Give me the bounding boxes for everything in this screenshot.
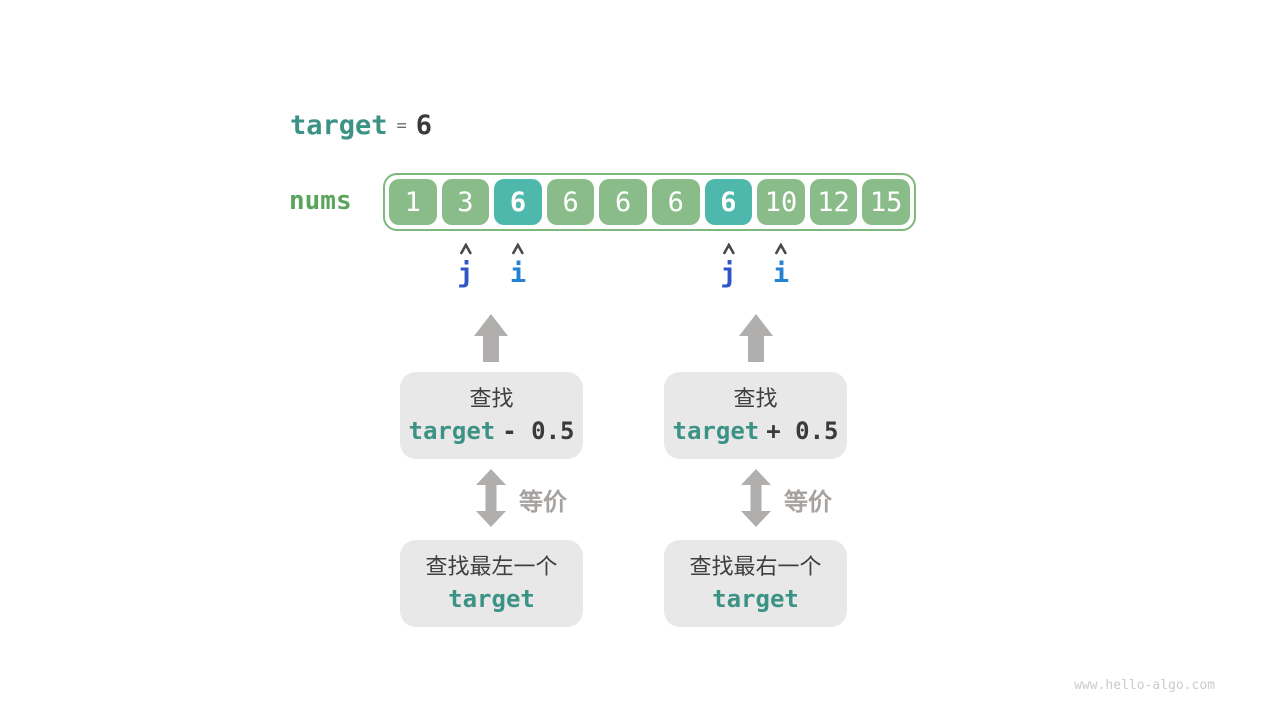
- array-cell: 3: [441, 179, 490, 225]
- result-box-leftmost-text: 查找最左一个: [425, 554, 558, 579]
- array-cell: 6: [546, 179, 595, 225]
- array-cell: 6: [494, 179, 542, 225]
- search-box-right-text: 查找: [733, 386, 778, 411]
- caret-up-icon: [722, 243, 735, 255]
- equivalence-label: 等价: [519, 489, 567, 516]
- pointer-marker: j: [457, 243, 474, 289]
- pointer-label: i: [509, 258, 527, 289]
- array-cell: 12: [809, 179, 858, 225]
- search-box-left-code: target- 0.5: [409, 416, 575, 446]
- block-arrow-up-icon: [739, 314, 773, 362]
- array-cell: 6: [651, 179, 700, 225]
- double-arrow-vertical-icon: [476, 469, 506, 527]
- pointer-marker: i: [510, 243, 526, 288]
- equivalence-label: 等价: [784, 489, 832, 516]
- array-cell: 1: [389, 179, 437, 225]
- search-box-right: 查找 target+ 0.5: [664, 372, 847, 459]
- pointer-marker: i: [773, 243, 789, 288]
- code-keyword: target: [672, 417, 760, 445]
- search-box-left: 查找 target- 0.5: [400, 372, 583, 459]
- array-cell: 15: [862, 179, 910, 225]
- caret-up-icon: [512, 243, 524, 255]
- target-keyword: target: [290, 110, 388, 141]
- array-cell: 6: [704, 179, 753, 225]
- code-rest: + 0.5: [766, 417, 839, 445]
- result-box-rightmost-text: 查找最右一个: [689, 554, 822, 579]
- pointer-label: j: [720, 258, 737, 289]
- result-box-leftmost: 查找最左一个 target: [400, 540, 583, 627]
- block-arrow-up-icon: [474, 314, 508, 362]
- double-arrow-vertical-icon: [741, 469, 771, 527]
- nums-label: nums: [289, 186, 352, 216]
- result-box-rightmost-code: target: [712, 585, 799, 613]
- caret-up-icon: [775, 243, 787, 255]
- nums-array: 1 3 6 6 6 6 6 10 12 15: [383, 173, 916, 231]
- code-keyword: target: [408, 417, 496, 445]
- target-value: 6: [415, 110, 433, 141]
- array-cell: 10: [757, 179, 805, 225]
- array-cell: 6: [599, 179, 647, 225]
- result-box-rightmost: 查找最右一个 target: [664, 540, 847, 627]
- result-box-leftmost-code: target: [448, 585, 535, 613]
- caret-up-icon: [459, 243, 472, 255]
- search-box-left-text: 查找: [469, 386, 514, 411]
- code-rest: - 0.5: [502, 417, 575, 445]
- watermark: www.hello-algo.com: [1074, 678, 1215, 693]
- search-box-right-code: target+ 0.5: [673, 416, 839, 446]
- pointer-marker: j: [720, 243, 737, 289]
- target-assignment: target = 6: [290, 110, 432, 141]
- pointer-label: i: [772, 258, 790, 289]
- pointer-label: j: [457, 258, 474, 289]
- equals-sign: =: [396, 115, 407, 136]
